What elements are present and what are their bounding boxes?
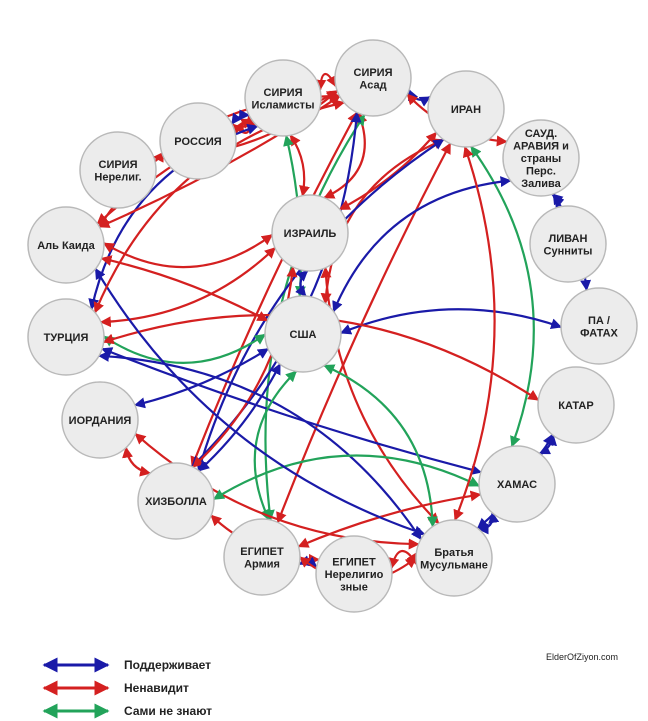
edge-israel-al_qaeda — [103, 233, 273, 269]
node-label: Асад — [359, 79, 386, 91]
node-hamas: ХАМАС — [478, 445, 556, 523]
edge-brotherhood-hamas — [477, 511, 500, 535]
node-pa: ПА /ФАТАХ — [560, 287, 638, 365]
node-circle — [271, 194, 349, 272]
node-al-qaeda: Аль Каида — [27, 206, 105, 284]
node-circle — [159, 102, 237, 180]
legend-item-unknown: Сами не знают — [42, 703, 212, 719]
edge-brotherhood-iran — [453, 145, 496, 522]
edge-usa-jordan — [133, 347, 269, 409]
edge-usa-pa — [339, 308, 563, 335]
node-label: Аль Каида — [37, 240, 95, 252]
legend-label-supports: Поддерживает — [124, 658, 211, 672]
node-label: САУД. — [525, 128, 557, 140]
node-circle — [502, 119, 580, 197]
node-label: ИРАН — [451, 104, 481, 116]
node-label: Нерелиг. — [94, 171, 141, 183]
node-label: ФАТАХ — [580, 327, 618, 339]
node-circle — [27, 206, 105, 284]
node-circle — [315, 535, 393, 613]
legend-label-unknown: Сами не знают — [124, 704, 212, 718]
node-label: АРАВИЯ и — [513, 141, 569, 153]
node-label: Мусульмане — [420, 559, 488, 571]
edge-israel-brotherhood — [320, 266, 440, 525]
node-turkey: ТУРЦИЯ — [27, 298, 105, 376]
node-label: ПА / — [588, 315, 610, 327]
node-label: Нерелигио — [325, 569, 384, 581]
node-label: Исламисты — [252, 99, 315, 111]
node-circle — [61, 381, 139, 459]
node-russia: РОССИЯ — [159, 102, 237, 180]
edge-jordan-hezbollah — [122, 446, 152, 477]
node-label: КАТАР — [558, 400, 593, 412]
edge-brotherhood-al_qaeda — [94, 267, 426, 537]
node-label: ЕГИПЕТ — [332, 557, 376, 569]
node-label: СИРИЯ — [99, 159, 138, 171]
node-label: страны — [521, 153, 561, 165]
node-circle — [223, 518, 301, 596]
node-circle — [478, 445, 556, 523]
edge-syria_islamists-syria_assad — [315, 72, 337, 91]
node-label: зные — [340, 582, 368, 594]
node-label: ЛИВАН — [549, 233, 588, 245]
credit-text: ElderOfZiyon.com — [546, 652, 618, 662]
node-label: СИРИЯ — [264, 87, 303, 99]
node-iran: ИРАН — [427, 70, 505, 148]
node-qatar: КАТАР — [537, 366, 615, 444]
node-label: США — [290, 329, 317, 341]
node-circle — [415, 519, 493, 597]
node-circle — [264, 295, 342, 373]
legend-item-hates: Ненавидит — [42, 680, 189, 696]
node-circle — [427, 70, 505, 148]
node-label: Сунниты — [544, 245, 593, 257]
node-circle — [79, 131, 157, 209]
node-label: ХАМАС — [497, 479, 537, 491]
node-circle — [537, 366, 615, 444]
nodes-layer: СИРИЯИсламистыСИРИЯАсадИРАНРОССИЯСИРИЯНе… — [27, 39, 638, 613]
legend: Поддерживает Ненавидит Сами не знают — [42, 657, 212, 719]
node-circle — [27, 298, 105, 376]
node-circle — [334, 39, 412, 117]
legend-item-supports: Поддерживает — [42, 657, 211, 673]
node-label: Перс. — [526, 166, 556, 178]
node-label: Залива — [521, 178, 561, 190]
node-label: Армия — [244, 558, 280, 570]
edge-usa-egypt_army — [253, 370, 297, 521]
node-usa: США — [264, 295, 342, 373]
node-label: ХИЗБОЛЛА — [145, 496, 207, 508]
node-circle — [244, 59, 322, 137]
node-jordan: ИОРДАНИЯ — [61, 381, 139, 459]
node-circle — [529, 205, 607, 283]
node-label: ТУРЦИЯ — [44, 332, 89, 344]
edge-egypt_nonrel-brotherhood — [388, 549, 418, 570]
node-label: ИЗРАИЛЬ — [284, 228, 337, 240]
node-label: ИОРДАНИЯ — [69, 415, 132, 427]
node-label: ЕГИПЕТ — [240, 546, 284, 558]
node-israel: ИЗРАИЛЬ — [271, 194, 349, 272]
node-label: РОССИЯ — [174, 136, 222, 148]
node-label: СИРИЯ — [354, 67, 393, 79]
legend-label-hates: Ненавидит — [124, 681, 189, 695]
node-circle — [560, 287, 638, 365]
node-hezbollah: ХИЗБОЛЛА — [137, 462, 215, 540]
node-circle — [137, 462, 215, 540]
node-label: Братья — [434, 547, 473, 559]
